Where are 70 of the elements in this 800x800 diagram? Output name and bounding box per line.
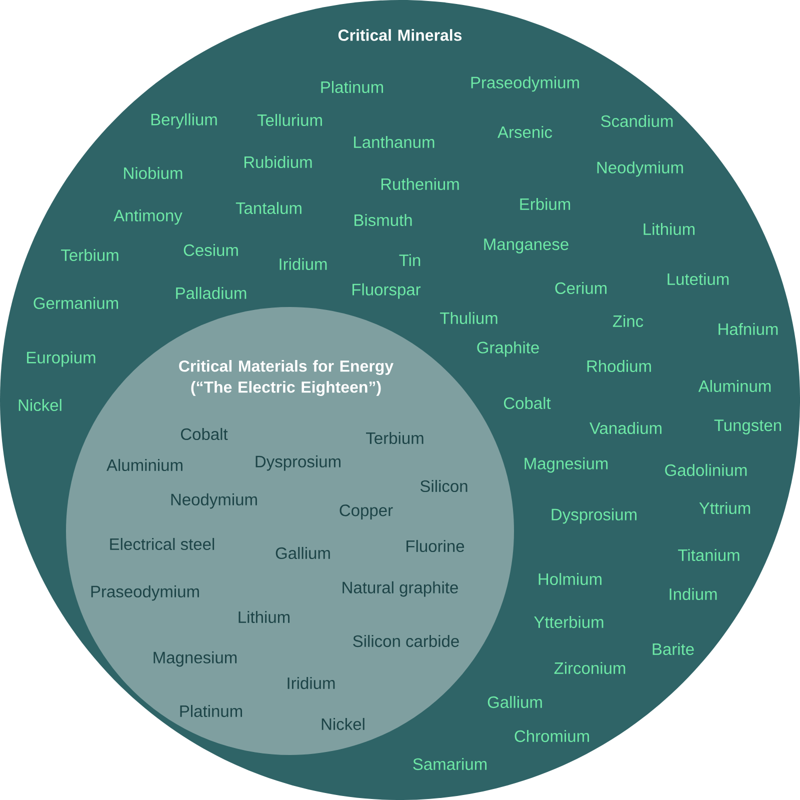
mineral-label: Titanium [678,548,740,562]
mineral-label: Iridium [288,676,335,690]
mineral-label: Nickel [322,718,364,730]
mineral-label: Platinum [321,80,383,94]
mineral-label: Silicon carbide [353,634,459,648]
mineral-label: Tantalum [236,202,302,214]
mineral-label: Zinc [612,314,644,328]
mineral-label: Neodymium [171,493,257,509]
mineral-label: Hafnium [718,322,778,336]
mineral-label: Aluminium [106,458,182,472]
mineral-label: Nickel [18,398,62,412]
mineral-label: Yttrium [699,502,750,514]
mineral-label: Electrical steel [110,538,214,550]
mineral-label: Palladium [176,286,246,300]
mineral-label: Lutetium [668,272,729,286]
mineral-label: Thulium [440,312,498,324]
mineral-label: Antimony [114,209,182,225]
mineral-label: Tellurium [257,114,322,126]
mineral-label: Chromium [514,730,589,742]
mineral-label: Gallium [488,696,542,708]
mineral-label: Platinum [180,704,242,718]
mineral-label: Lithium [238,610,290,624]
mineral-label: Gallium [276,546,330,560]
mineral-label: Praseodymium [471,76,579,92]
mineral-label: Fluorine [406,540,464,552]
mineral-label: Rhodium [587,360,651,372]
mineral-label: Beryllium [151,113,217,129]
mineral-label: Iridium [280,258,327,270]
mineral-label: Magnesium [154,651,237,667]
mineral-label: Terbium [366,432,424,444]
mineral-label: Tungsten [714,420,782,434]
mineral-label: Cesium [184,244,238,256]
circle-heading: Critical Materials for Energy (“The Electric Eighteen”) [179,360,394,396]
circle-heading: Critical Minerals [338,29,462,41]
mineral-label: Cobalt [180,428,228,440]
mineral-label: Barite [652,642,694,656]
mineral-label: Germanium [34,296,118,310]
mineral-label: Indium [670,588,717,600]
mineral-label: Natural graphite [342,581,458,597]
mineral-label: Fluorspar [352,283,421,299]
mineral-label: Lanthanum [354,136,434,148]
mineral-label: Magnesium [524,457,608,473]
mineral-label: Cobalt [504,396,551,410]
mineral-label: Lithium [644,222,694,236]
mineral-label: Aluminum [698,380,771,392]
mineral-label: Holmium [538,572,602,586]
mineral-label: Manganese [484,238,568,254]
mineral-label: Ruthenium [381,178,459,190]
mineral-label: Samarium [413,758,486,770]
mineral-label: Neodymium [597,161,683,177]
mineral-label: Erbium [520,198,570,210]
mineral-label: Zirconium [554,662,626,674]
mineral-label: Dysprosium [552,508,636,524]
mineral-label: Rubidium [244,156,312,168]
mineral-label: Vanadium [590,422,662,434]
mineral-label: Niobium [124,166,182,180]
mineral-label: Gadolinium [665,464,747,476]
mineral-label: Europium [27,351,96,367]
mineral-label: Dysprosium [256,455,340,471]
mineral-label: Terbium [61,248,118,262]
mineral-label: Bismuth [354,214,412,226]
mineral-label: Ytterbium [534,616,604,628]
mineral-label: Cerium [555,282,606,294]
mineral-label: Silicon [420,480,468,492]
mineral-label: Copper [340,504,393,520]
mineral-label: Scandium [601,114,673,128]
mineral-label: Graphite [477,341,539,357]
mineral-label: Tin [399,254,420,266]
mineral-label: Arsenic [498,126,552,138]
mineral-label: Praseodymium [91,585,199,601]
